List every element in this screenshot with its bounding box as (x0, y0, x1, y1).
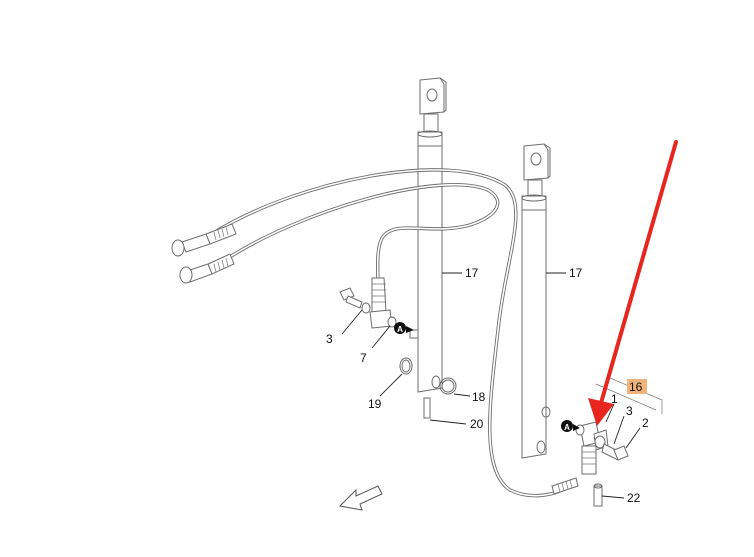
right-port-fitting (551, 377, 663, 507)
left-port-fitting (339, 277, 457, 419)
callout-22: 22 (627, 491, 641, 505)
callout-18: 18 (472, 390, 486, 404)
callout-3-right: 3 (626, 404, 633, 418)
callout-3-left: 3 (326, 332, 333, 346)
pointer-arrow-icon (588, 140, 678, 426)
ref-a-right-label: A (564, 423, 570, 432)
callout-1: 1 (611, 392, 618, 406)
hose-fittings-left (171, 223, 237, 284)
highlight-box-16 (627, 379, 647, 394)
left-cylinder (409, 77, 447, 393)
callout-16: 16 (629, 380, 643, 394)
callout-leaders (341, 272, 641, 499)
callout-17-right: 17 (569, 266, 583, 280)
reference-marker-a-right: A (561, 420, 580, 432)
direction-arrow-icon (338, 485, 383, 511)
callout-17-left: 17 (465, 266, 479, 280)
ref-a-left-label: A (397, 325, 403, 334)
callout-19: 19 (368, 397, 382, 411)
callout-20: 20 (470, 417, 484, 431)
reference-marker-a-left: A (394, 322, 414, 334)
right-cylinder (521, 143, 551, 459)
callout-7: 7 (360, 351, 367, 365)
callout-2: 2 (642, 416, 649, 430)
hydraulic-hoses (214, 168, 566, 498)
